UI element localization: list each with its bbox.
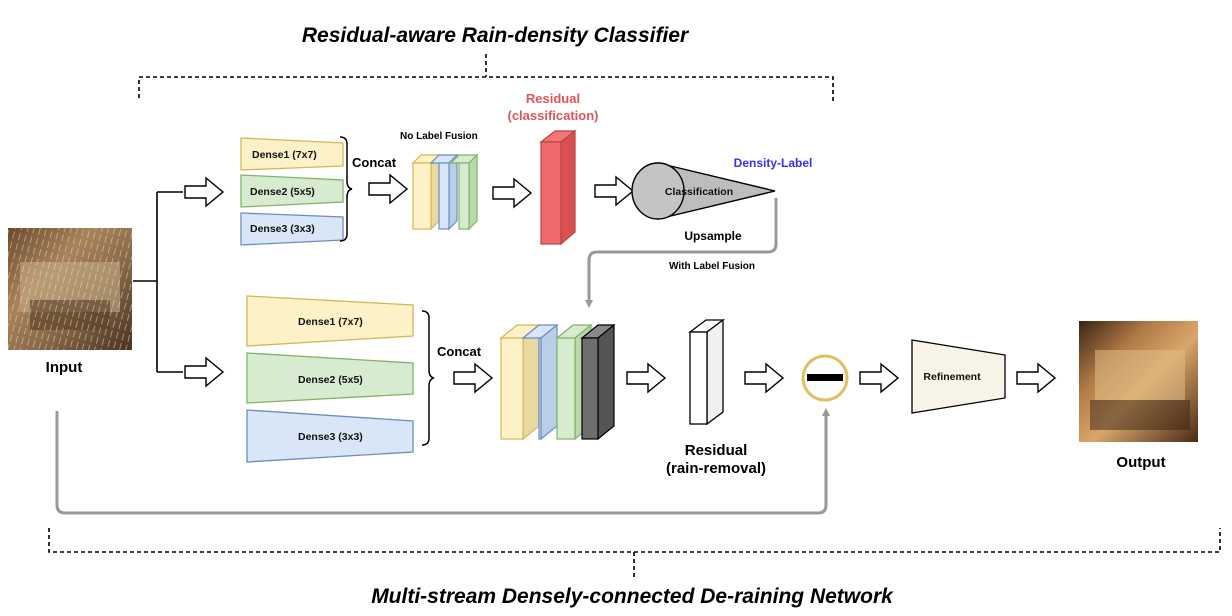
residual-classification-subtitle: (classification)	[507, 108, 598, 123]
subtract-node	[801, 354, 849, 402]
arrow-to-classification-cone	[594, 175, 635, 207]
classifier-dense1-label: Dense1 (7x7)	[252, 149, 317, 161]
derain-concat-stack	[499, 323, 616, 441]
network-title: Multi-stream Densely-connected De-rainin…	[371, 585, 894, 608]
derain-concat-brace	[421, 310, 435, 446]
arrow-to-refinement	[859, 362, 900, 394]
derain-dense3-label: Dense3 (3x3)	[298, 431, 363, 443]
with-label-fusion-label: With Label Fusion	[669, 261, 755, 272]
derain-dense1-block	[246, 295, 414, 347]
arrow-to-derain-concat-stack	[453, 362, 494, 394]
derain-dense-blocks: Dense1 (7x7) Dense2 (5x5) Dense3 (3x3)	[246, 295, 414, 463]
classifier-bracket	[138, 54, 834, 102]
arrow-to-classifier-dense	[184, 176, 225, 208]
classifier-concat-stack	[411, 153, 479, 231]
derain-dense2-label: Dense2 (5x5)	[298, 374, 363, 386]
residual-classification-title: Residual	[526, 91, 580, 106]
derain-slab-gray	[580, 323, 616, 441]
arrow-to-residual-classification	[492, 177, 533, 209]
classifier-slab-yellow	[411, 153, 441, 231]
arrow-to-classifier-concat-stack	[368, 173, 409, 205]
output-image	[1079, 321, 1198, 442]
residual-classification-slab	[539, 129, 577, 246]
refinement-block	[911, 339, 1006, 414]
derain-dense1-label: Dense1 (7x7)	[298, 316, 363, 328]
classifier-dense-blocks: Dense1 (7x7) Dense2 (5x5) Dense3 (3x3)	[240, 137, 344, 246]
input-branch-lines	[133, 191, 183, 373]
arrow-to-subtract-node	[744, 362, 785, 394]
minus-icon	[807, 374, 843, 381]
arrow-to-output	[1016, 362, 1057, 394]
derain-concat-label: Concat	[437, 344, 482, 359]
residual-rain-removal-title: Residual	[685, 442, 748, 459]
derain-dense3-block	[246, 409, 414, 463]
flow-arrows	[184, 173, 1057, 394]
upsample-label: Upsample	[684, 229, 742, 243]
classifier-title: Residual-aware Rain-density Classifier	[302, 24, 690, 47]
arrow-to-residual-rain-removal	[626, 362, 667, 394]
classification-label: Classification	[665, 186, 733, 198]
residual-rain-removal-slab	[688, 318, 725, 426]
classifier-dense2-label: Dense2 (5x5)	[250, 186, 315, 198]
residual-rain-removal-subtitle: (rain-removal)	[666, 460, 766, 477]
arrow-to-derain-dense	[184, 356, 225, 388]
classifier-slab-green	[449, 153, 479, 231]
derain-slab-yellow	[499, 323, 541, 441]
no-label-fusion-label: No Label Fusion	[400, 131, 478, 142]
density-label-text: Density-Label	[734, 156, 813, 170]
refinement-label: Refinement	[923, 371, 981, 383]
derain-dense2-block	[246, 352, 414, 404]
skip-connection-arrow	[55, 408, 830, 515]
classifier-dense1-block	[240, 137, 344, 171]
classification-cone	[631, 162, 776, 220]
input-image	[8, 228, 132, 350]
classifier-concat-brace	[339, 136, 353, 242]
output-label: Output	[1116, 454, 1165, 471]
classifier-concat-label: Concat	[352, 155, 397, 170]
classifier-slab-blue	[429, 153, 459, 231]
input-label: Input	[46, 359, 83, 376]
upsample-arrow	[585, 198, 778, 308]
classifier-dense2-block	[240, 174, 344, 208]
network-bracket	[48, 528, 1221, 578]
classifier-dense3-label: Dense3 (3x3)	[250, 223, 315, 235]
